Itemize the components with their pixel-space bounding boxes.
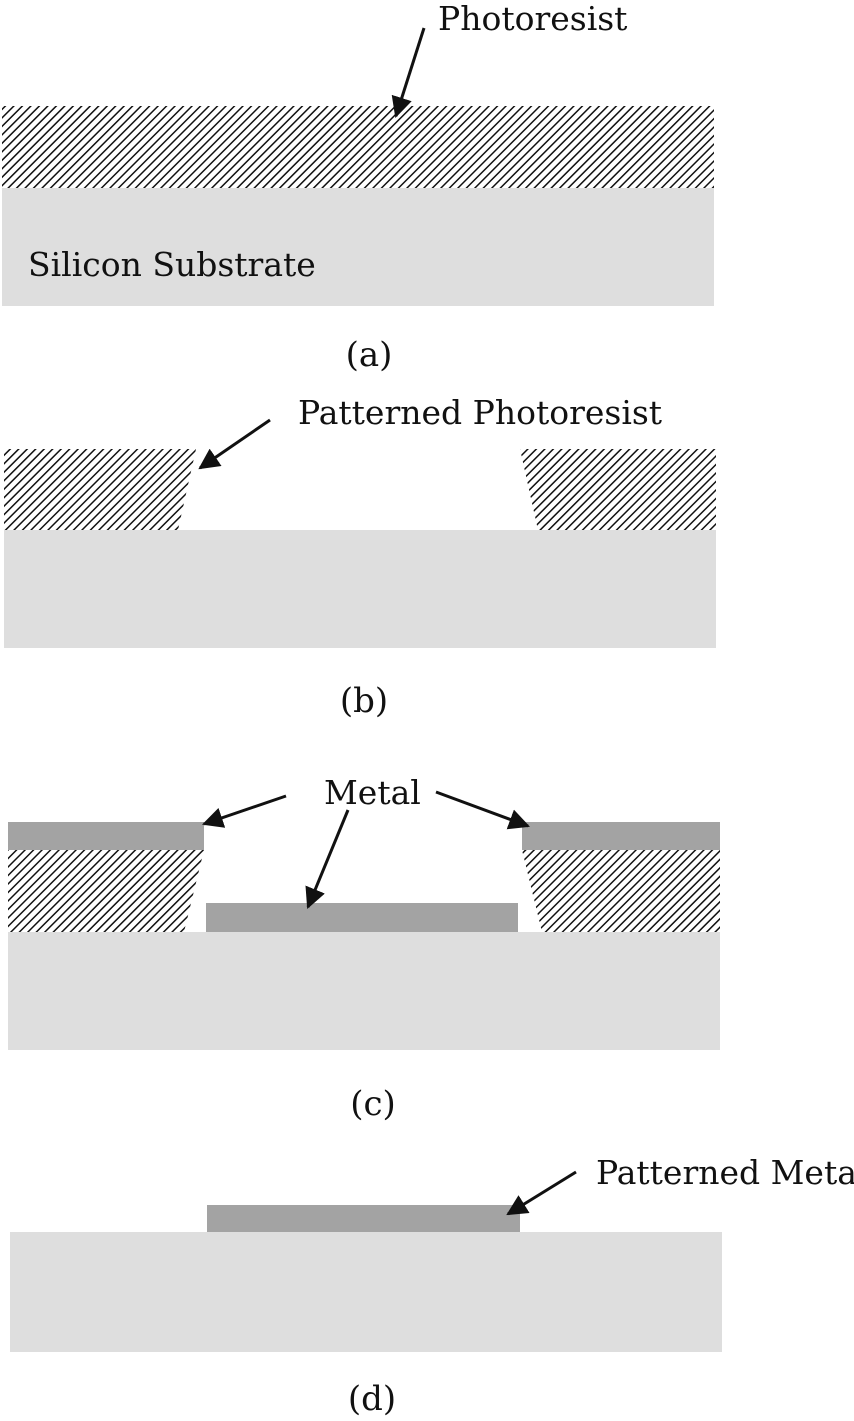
- photoresist-right: [522, 850, 720, 932]
- silicon-substrate: [8, 932, 720, 1050]
- metal-label: Metal: [324, 773, 421, 812]
- patterned-photoresist-label: Patterned Photoresist: [298, 393, 662, 432]
- photoresist-layer: [2, 106, 714, 188]
- caption-a: (a): [346, 335, 393, 375]
- panel-a: Silicon Substrate Photoresist (a): [2, 0, 714, 375]
- silicon-substrate: [10, 1232, 722, 1352]
- patterned-metal-label: Patterned Metal: [596, 1153, 854, 1192]
- patterned-metal-arrow: [506, 1170, 577, 1216]
- silicon-substrate: [4, 530, 716, 648]
- panel-b: Patterned Photoresist (b): [4, 393, 716, 721]
- metal-on-resist-left: [8, 822, 204, 850]
- caption-d: (d): [348, 1379, 396, 1419]
- caption-c: (c): [350, 1084, 396, 1124]
- metal-arrow-center: [305, 809, 350, 909]
- metal-arrow-right: [435, 790, 530, 830]
- substrate-label: Silicon Substrate: [28, 245, 316, 284]
- metal-on-substrate: [206, 903, 518, 933]
- patterned-metal: [207, 1205, 520, 1233]
- panel-d: Patterned Metal (d): [10, 1153, 854, 1419]
- patterned-photoresist-right: [520, 449, 716, 530]
- metal-on-resist-right: [522, 822, 720, 850]
- photoresist-left: [8, 850, 204, 932]
- panel-c: Metal (c): [8, 773, 720, 1124]
- photoresist-arrow: [391, 27, 426, 119]
- metal-arrow-left: [202, 794, 287, 828]
- patterned-photoresist-arrow: [198, 418, 271, 470]
- patterned-photoresist-left: [4, 449, 196, 530]
- caption-b: (b): [340, 681, 388, 721]
- photoresist-label: Photoresist: [438, 0, 627, 38]
- silicon-substrate: [2, 188, 714, 306]
